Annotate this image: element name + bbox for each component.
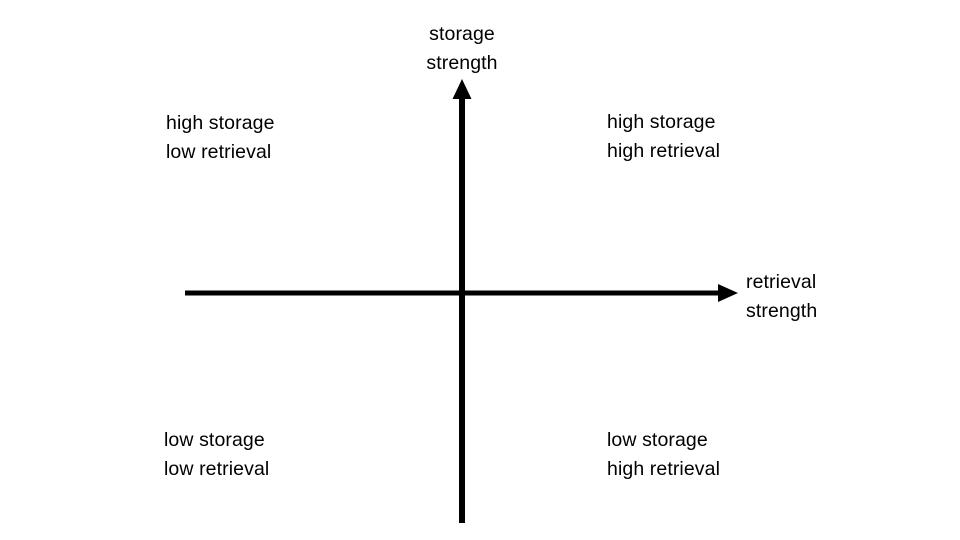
quadrant-top-right-line-1: high storage (607, 111, 716, 133)
quadrant-bottom-left-line-2: low retrieval (164, 458, 270, 480)
y-axis-title-line-1: storage (429, 23, 495, 45)
y-axis-line (459, 93, 465, 523)
y-axis-title: storage strength (340, 20, 584, 78)
quadrant-label-low-storage-high-retrieval: low storage high retrieval (607, 426, 720, 484)
right-arrow-icon (718, 284, 738, 302)
quadrant-label-high-storage-high-retrieval: high storage high retrieval (607, 108, 720, 166)
quadrant-top-right-line-2: high retrieval (607, 140, 721, 162)
quadrant-label-high-storage-low-retrieval: high storage low retrieval (166, 109, 275, 167)
quadrant-top-left-line-2: low retrieval (166, 141, 272, 163)
x-axis-title-line-2: strength (746, 300, 818, 322)
quadrant-bottom-right-line-2: high retrieval (607, 458, 721, 480)
y-axis-title-line-2: strength (426, 52, 498, 74)
quadrant-top-left-line-1: high storage (166, 112, 275, 134)
x-axis-title: retrieval strength (746, 268, 817, 326)
up-arrow-icon (452, 79, 472, 99)
x-axis-line (185, 290, 720, 296)
quadrant-label-low-storage-low-retrieval: low storage low retrieval (164, 426, 269, 484)
quadrant-bottom-right-line-1: low storage (607, 429, 708, 451)
x-axis-title-line-1: retrieval (746, 271, 817, 293)
quadrant-bottom-left-line-1: low storage (164, 429, 265, 451)
